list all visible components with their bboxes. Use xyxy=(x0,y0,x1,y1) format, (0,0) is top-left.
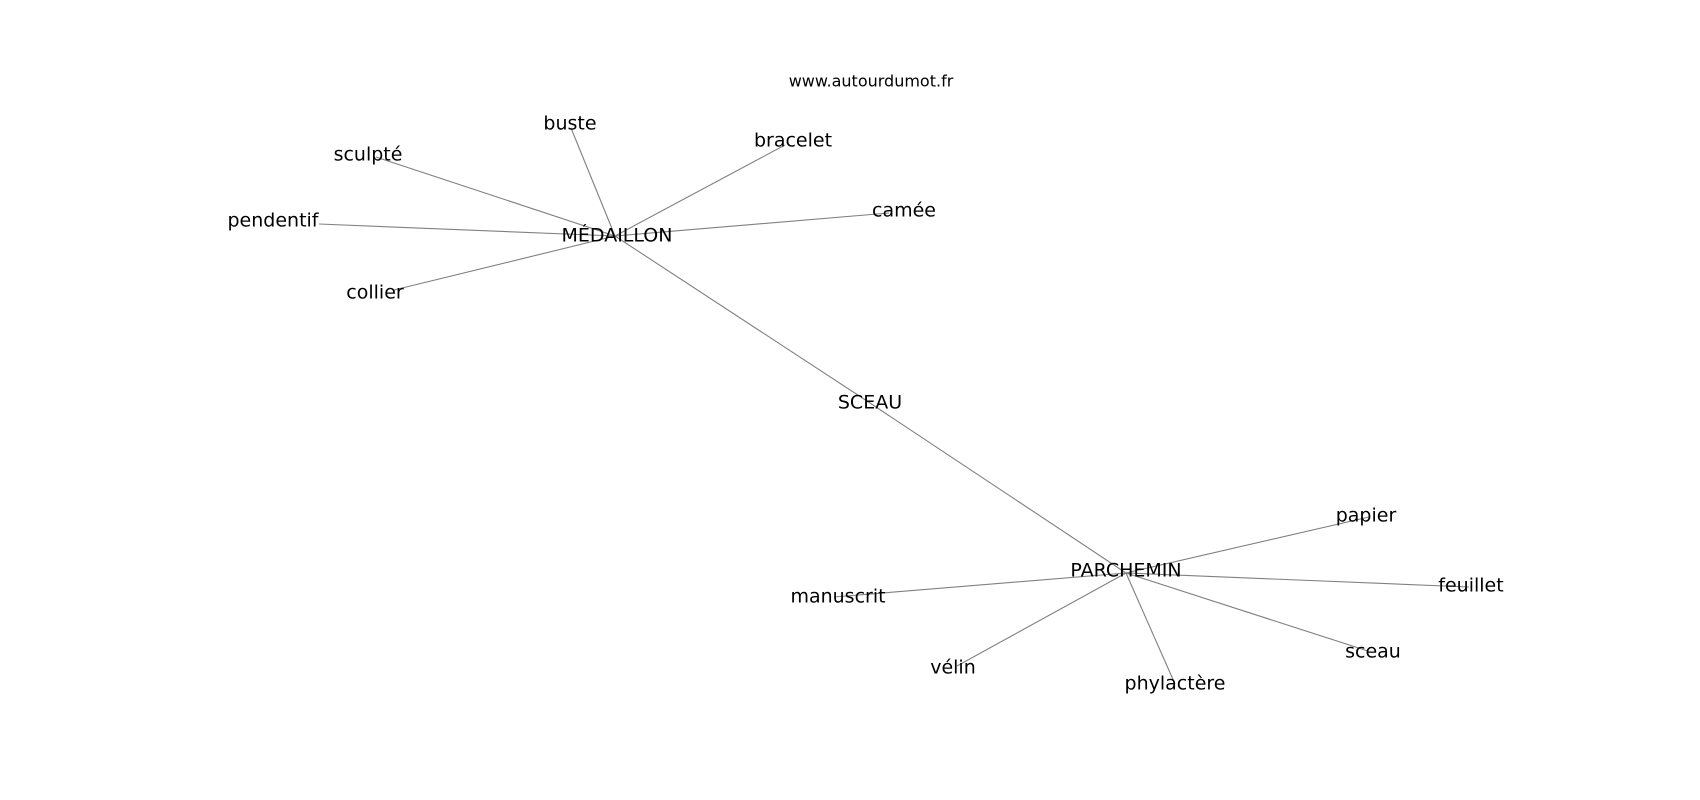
edge-medaillon-sculpte xyxy=(375,156,616,237)
edge-medaillon-sceau xyxy=(614,235,871,404)
node-label-camee: camée xyxy=(872,200,936,222)
edge-parchemin-phylactere xyxy=(1125,572,1176,685)
edge-medaillon-buste xyxy=(570,127,616,237)
node-label-bracelet: bracelet xyxy=(754,130,832,152)
edge-parchemin-manuscrit xyxy=(833,572,1127,598)
graph-labels: SCEAU MÉDAILLON PARCHEMIN buste bracelet scul… xyxy=(227,113,1503,695)
node-label-feuillet: feuillet xyxy=(1438,575,1503,597)
node-label-medaillon: MÉDAILLON xyxy=(562,224,673,247)
node-label-sceau: sceau xyxy=(1345,641,1401,663)
graph-edges xyxy=(318,127,1470,685)
node-label-phylactere: phylactère xyxy=(1125,673,1226,695)
node-label-sceau: SCEAU xyxy=(838,392,902,414)
edge-medaillon-pendentif xyxy=(318,223,616,237)
node-label-papier: papier xyxy=(1336,505,1397,527)
edge-medaillon-bracelet xyxy=(614,144,786,237)
node-label-collier: collier xyxy=(346,282,404,304)
edge-parchemin-feuillet xyxy=(1125,572,1470,588)
edge-parchemin-velin xyxy=(956,572,1127,667)
node-label-pendentif: pendentif xyxy=(227,210,319,232)
node-label-buste: buste xyxy=(543,113,596,135)
node-label-velin: vélin xyxy=(930,657,976,679)
edge-medaillon-collier xyxy=(393,235,616,291)
edge-medaillon-camee xyxy=(614,212,890,237)
edge-parchemin-papier xyxy=(1125,516,1370,574)
node-label-parchemin: PARCHEMIN xyxy=(1070,560,1181,582)
edge-parchemin-sceau xyxy=(1125,572,1369,652)
website-credit: www.autourdumot.fr xyxy=(789,72,954,91)
node-label-manuscrit: manuscrit xyxy=(790,586,885,608)
edge-sceau-parchemin xyxy=(869,402,1127,574)
node-label-sculpte: sculpté xyxy=(334,144,403,166)
